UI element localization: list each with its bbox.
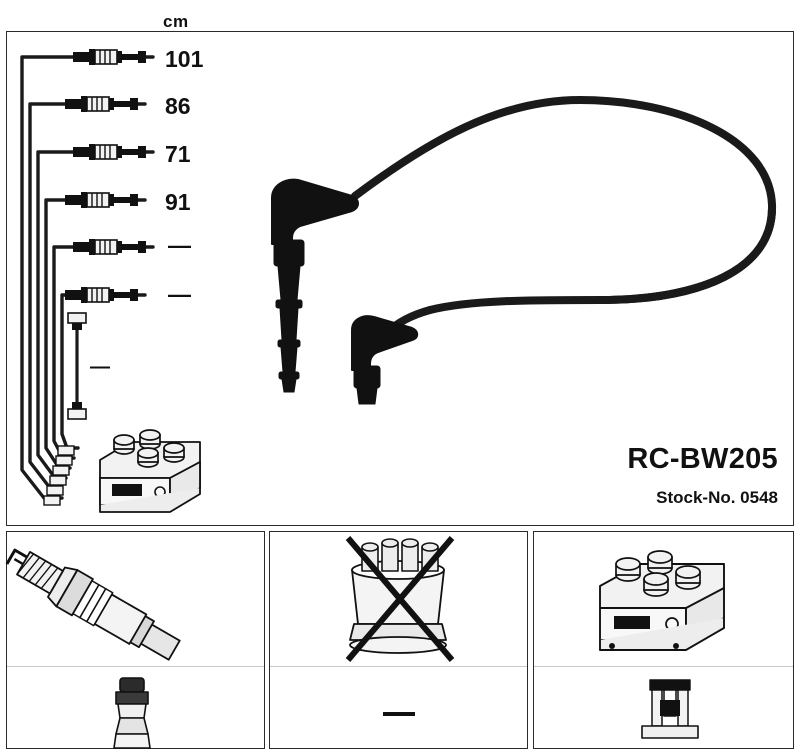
unit-label: cm <box>163 12 189 31</box>
panel-divider <box>534 666 793 667</box>
spark-plug-panel <box>6 531 265 749</box>
distributor-cap-panel <box>269 531 528 749</box>
panel-divider <box>270 666 527 667</box>
panel-divider <box>7 666 264 667</box>
cable-length-4: 91 <box>165 189 191 215</box>
cable-length-1: 101 <box>165 46 204 72</box>
cable-length-3: 71 <box>165 141 191 167</box>
cable-length-2: 86 <box>165 93 191 119</box>
stock-number: Stock-No. 0548 <box>656 488 778 507</box>
ignition-coil-panel <box>533 531 794 749</box>
part-number: RC-BW205 <box>627 443 778 475</box>
cable-length-5: — <box>168 232 191 258</box>
cable-length-7: — <box>90 356 110 378</box>
cable-length-6: — <box>168 281 191 307</box>
